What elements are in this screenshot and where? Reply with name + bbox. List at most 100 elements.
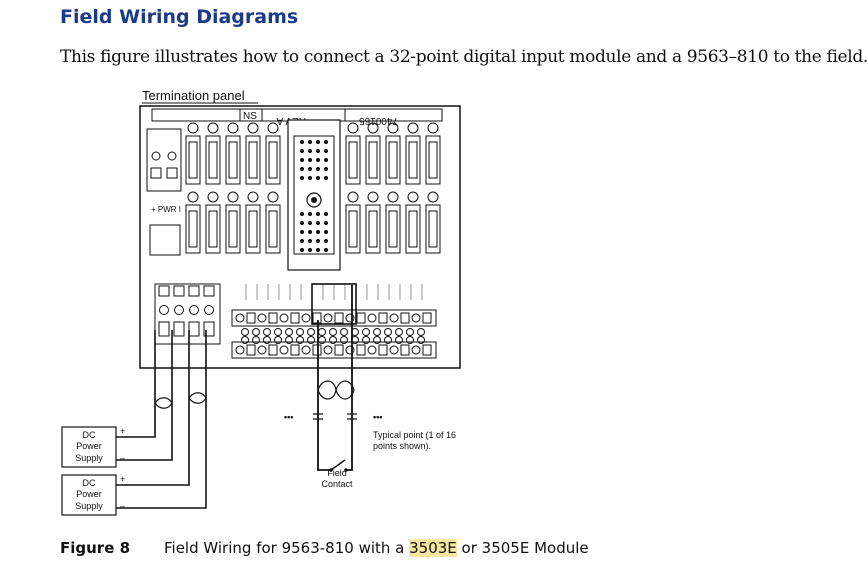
led-indicator (387, 191, 399, 203)
led-indicator (267, 191, 279, 203)
led-indicator (187, 122, 199, 134)
resistor-body (408, 141, 418, 179)
field-twist-right (335, 380, 355, 400)
ns-label: NS (243, 111, 257, 122)
terminal-screw (323, 313, 333, 323)
resistor-body (388, 141, 398, 179)
terminal-screw (417, 336, 425, 344)
resistor-body (208, 141, 218, 179)
field-twist-left (317, 380, 337, 400)
connector-pin (308, 140, 312, 144)
highlight-terminal-pair (311, 283, 357, 325)
connector-pin (300, 176, 304, 180)
connector-pin (300, 212, 304, 216)
dc-supply-1-line-3: Supply (75, 453, 103, 463)
terminal-clamp (422, 344, 432, 356)
figure-label: Figure 8 (60, 539, 131, 557)
resistor-body (428, 141, 438, 179)
terminal-clamp (378, 344, 388, 356)
terminal-screw (373, 328, 381, 336)
left-fuse-box (149, 224, 181, 256)
led-indicator (347, 191, 359, 203)
input-resistor (425, 135, 441, 185)
connector-pin (316, 158, 320, 162)
connector-pin (300, 140, 304, 144)
terminal-screw (395, 336, 403, 344)
led-indicator (187, 191, 199, 203)
resistor-body (348, 210, 358, 248)
power-terminal-clamp (203, 321, 215, 337)
power-terminal-screw (159, 305, 169, 315)
power-twist-2 (188, 392, 207, 404)
led-indicator (367, 191, 379, 203)
led-indicator (247, 191, 259, 203)
terminal-clamp (334, 312, 344, 324)
terminal-screw (384, 328, 392, 336)
connector-pin (300, 221, 304, 225)
led-indicator (387, 122, 399, 134)
connector-pin (316, 212, 320, 216)
dc-supply-1-line-2: Power (76, 441, 102, 451)
terminal-clamp (356, 344, 366, 356)
dc-supply-1-line-1: DC (83, 430, 96, 440)
terminal-screw (307, 328, 315, 336)
terminal-screw (252, 336, 260, 344)
terminal-clamp (312, 344, 322, 356)
resistor-body (248, 141, 258, 179)
center-connector-screw-inner (311, 197, 317, 203)
terminal-screw (323, 345, 333, 355)
terminal-screw (389, 313, 399, 323)
input-resistor (365, 135, 381, 185)
led-indicator (407, 122, 419, 134)
power-terminal-slot (158, 285, 170, 297)
center-connector-screw (306, 192, 322, 208)
connector-pin (308, 212, 312, 216)
typical-point-line-1: Typical point (1 of 16 (373, 430, 456, 440)
connector-pin (308, 230, 312, 234)
field-contact-point (344, 468, 348, 472)
connector-pin (324, 167, 328, 171)
power-terminal-screw (189, 305, 199, 315)
continuation-dots-right: ••• (373, 412, 382, 422)
led-indicator (207, 122, 219, 134)
terminal-screw (257, 313, 267, 323)
connector-pin (324, 230, 328, 234)
terminal-clamp (356, 312, 366, 324)
terminal-screw (285, 336, 293, 344)
connector-pin (324, 239, 328, 243)
connector-pin (324, 221, 328, 225)
dc-supply-2-line-2: Power (76, 489, 102, 499)
input-resistor (405, 135, 421, 185)
terminal-screw (257, 345, 267, 355)
terminal-screw (329, 336, 337, 344)
terminal-screw (279, 313, 289, 323)
part-number-label: 7400165- (356, 115, 398, 126)
terminal-screw (417, 328, 425, 336)
resistor-body (428, 210, 438, 248)
terminal-screw (345, 313, 355, 323)
input-resistor (185, 135, 201, 185)
caption-text-before: Field Wiring for 9563-810 with a (164, 539, 410, 557)
terminal-screw (389, 345, 399, 355)
input-resistor (225, 204, 241, 254)
caption-highlight: 3503E (409, 539, 457, 557)
connector-pin (316, 140, 320, 144)
resistor-body (408, 210, 418, 248)
connector-pin (300, 230, 304, 234)
power-twist-1 (154, 397, 173, 409)
terminal-clamp (290, 312, 300, 324)
terminal-screw (274, 336, 282, 344)
resistor-body (368, 141, 378, 179)
terminal-screw (340, 328, 348, 336)
terminal-screw (301, 313, 311, 323)
connector-pins (300, 140, 328, 252)
input-resistor (385, 204, 401, 254)
resistor-body (268, 210, 278, 248)
field-wiring-diagram: Termination panel NS REV A 7400165- + PW… (61, 88, 461, 516)
field-contact-line-1: Field (327, 468, 347, 478)
terminal-screw (279, 345, 289, 355)
terminal-clamp (312, 312, 322, 324)
power-wire-3 (116, 330, 190, 486)
supply-1-minus: – (120, 453, 125, 463)
terminal-screw (340, 336, 348, 344)
